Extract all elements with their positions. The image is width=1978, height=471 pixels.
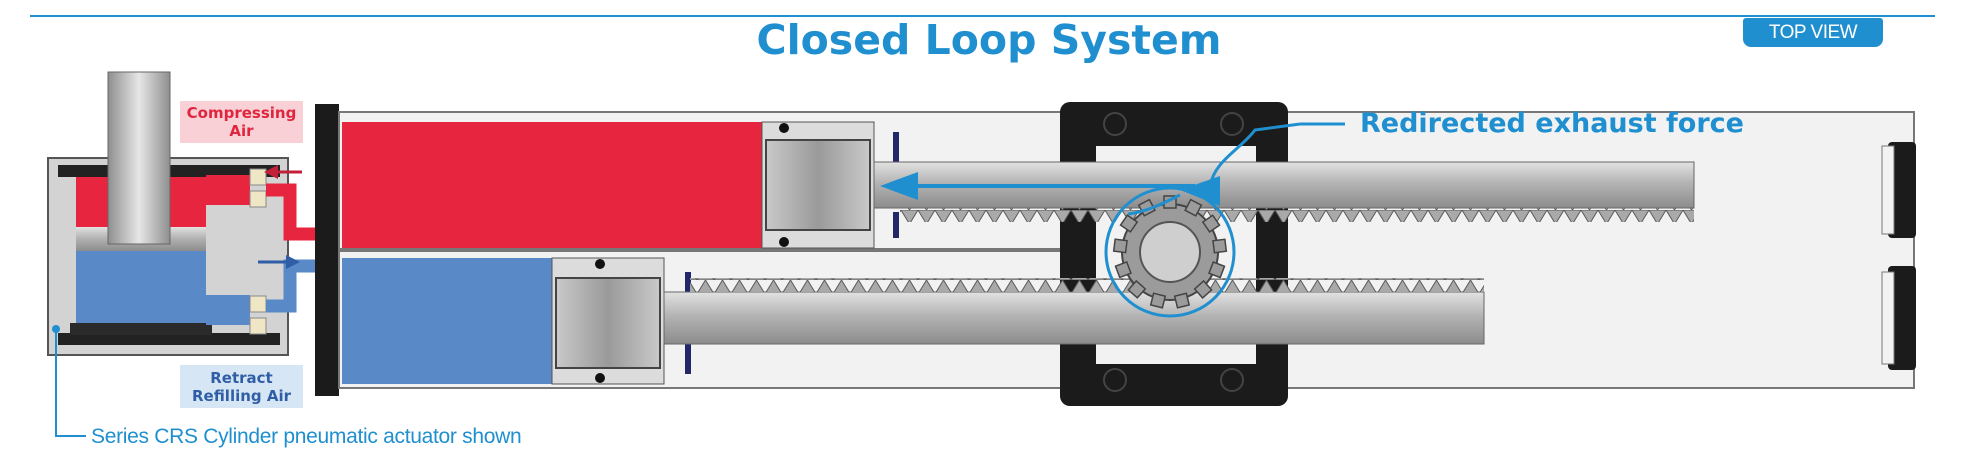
- exhaust-arrow: [880, 122, 1345, 216]
- view-badge: TOP VIEW: [1743, 18, 1883, 47]
- exhaust-force-label: Redirected exhaust force: [1360, 108, 1744, 139]
- series-caption: Series CRS Cylinder pneumatic actuator s…: [91, 425, 522, 448]
- compressing-air-label: Compressing Air: [180, 101, 303, 143]
- arrow-right-icon: [258, 255, 300, 269]
- arrow-left-icon: [264, 165, 302, 179]
- pinion-gear-icon: [1112, 195, 1228, 309]
- page-title: Closed Loop System: [756, 16, 1222, 64]
- pneumatic-cylinder: [47, 71, 336, 437]
- rack-pinion-actuator: [315, 102, 1916, 406]
- retract-refilling-air-label: Retract Refilling Air: [180, 365, 303, 408]
